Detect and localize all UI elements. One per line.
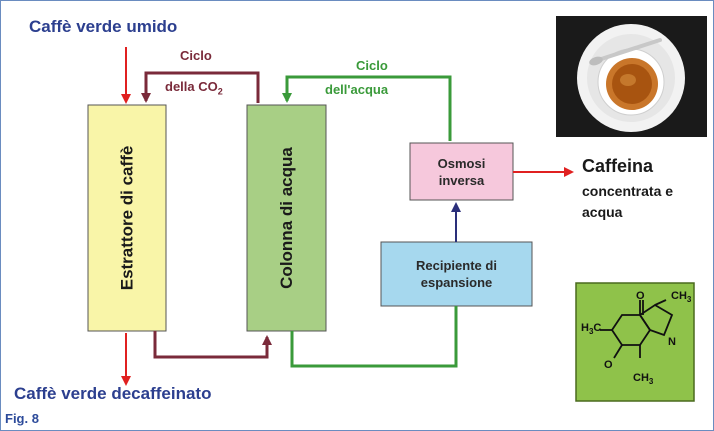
co2-cycle-label-line2: della CO2: [165, 79, 223, 97]
molecule-ch3-top: CH3: [671, 290, 692, 305]
figure-label: Fig. 8: [5, 411, 39, 426]
osmosis-label-line2: inversa: [438, 172, 485, 188]
column-label: Colonna di acqua: [276, 147, 296, 289]
extractor-label-wrap: Estrattore di caffè: [88, 105, 166, 331]
water-column-box: [246, 104, 327, 332]
molecule-o-top: O: [636, 290, 645, 302]
water-cycle-label-line1: Ciclo: [356, 58, 388, 73]
co2-subscript: 2: [217, 86, 223, 97]
caffeine-label: Caffeina: [582, 156, 654, 176]
water-cycle-label-line2: dell'acqua: [325, 82, 389, 97]
co2-cycle-label-line1: Ciclo: [180, 48, 212, 63]
molecule-h3c: H3C: [581, 322, 602, 337]
co2-cycle-top-line: [141, 71, 260, 103]
coffee-cup-image: [556, 16, 707, 137]
input-title: Caffè verde umido: [29, 17, 178, 36]
expansion-label-line2: espansione: [420, 275, 493, 290]
co2-cycle-bottom-line: [153, 331, 272, 359]
caffeine-molecule-image: [575, 282, 695, 402]
expansion-label-line1: Recipiente di: [416, 258, 497, 273]
concentrated-label: concentrata e: [582, 183, 674, 199]
molecule-o-bottom: O: [604, 359, 613, 371]
water-cycle-top-line: [282, 75, 452, 141]
extractor-box: [87, 104, 167, 332]
water-label: acqua: [582, 204, 623, 220]
extractor-label: Estrattore di caffè: [117, 145, 137, 291]
osmosis-label-line1: Osmosi: [437, 155, 486, 171]
molecule-ch3-bottom: CH3: [633, 372, 654, 387]
expansion-label: Recipiente di espansione: [381, 242, 532, 306]
expansion-box: [380, 241, 533, 307]
molecule-n-right: N: [668, 336, 676, 348]
osmosis-label: Osmosi inversa: [410, 143, 513, 200]
column-label-wrap: Colonna di acqua: [247, 105, 326, 331]
output-title: Caffè verde decaffeinato: [14, 384, 212, 403]
water-cycle-bottom-line: [290, 306, 458, 368]
